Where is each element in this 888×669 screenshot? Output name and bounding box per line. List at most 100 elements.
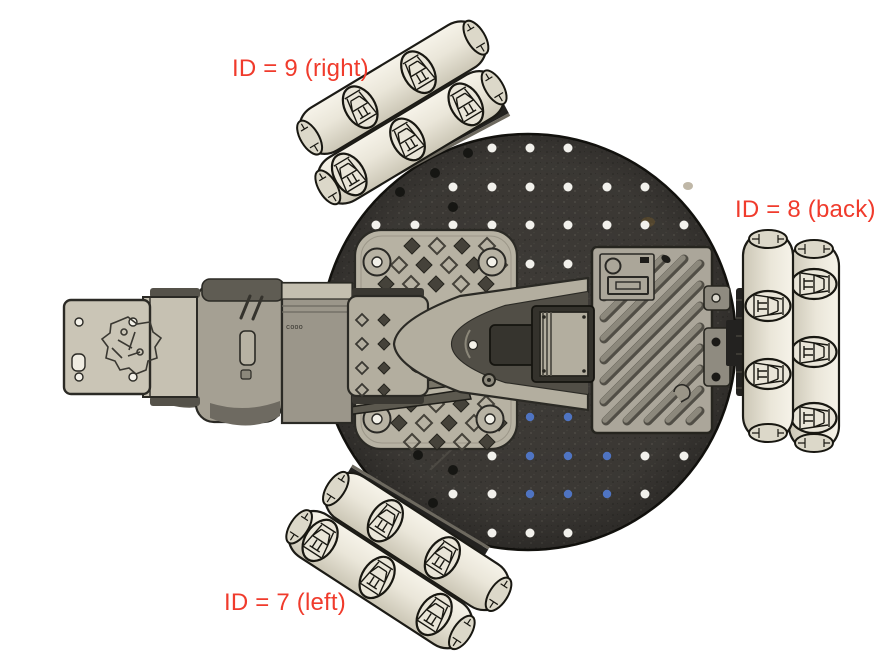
plate-hole-white xyxy=(525,220,535,230)
plate-hole-white xyxy=(487,220,497,230)
plate-hole-white xyxy=(679,451,689,461)
plate-hole-white xyxy=(563,220,573,230)
label-wheel-id-9-right: ID = 9 (right) xyxy=(232,55,369,82)
diamond-cutout xyxy=(403,237,421,255)
channel-pin xyxy=(467,339,479,351)
robot-arm: cooo xyxy=(62,276,595,426)
electronics-box xyxy=(590,245,714,435)
carriage-diamond-cutout xyxy=(354,360,370,376)
yoke-apex-highlight xyxy=(464,329,471,359)
wrist-vent-slashes xyxy=(239,294,264,321)
forearm-engraving: cooo xyxy=(286,324,303,332)
box-latch-detail xyxy=(673,383,691,403)
plate-hole xyxy=(128,372,138,382)
plate-hole-blue xyxy=(563,489,573,499)
diamond-cutout xyxy=(389,255,409,275)
plate-hole-white xyxy=(371,220,381,230)
plate-hole-black xyxy=(395,187,405,197)
forearm-lines xyxy=(282,305,352,313)
plate-hole-blue xyxy=(525,412,535,422)
plate-hole-white xyxy=(525,182,535,192)
forearm-top-band xyxy=(281,282,353,300)
diamond-cutout xyxy=(415,256,433,274)
carriage-diamond-cutout xyxy=(354,312,370,328)
plate-hole-white xyxy=(602,182,612,192)
carriage-diamond-cutout xyxy=(377,361,391,375)
bull-logo-engraving xyxy=(100,316,163,375)
carriage-diamonds xyxy=(354,312,391,398)
gripper-roller xyxy=(489,324,539,366)
gripper-plate xyxy=(62,298,163,396)
diamond-cutout xyxy=(402,432,422,452)
carriage-diamond-cutout xyxy=(377,313,391,327)
label-wheel-id-8-back: ID = 8 (back) xyxy=(735,196,876,223)
wrist-link xyxy=(142,296,198,398)
plate-hole xyxy=(74,372,84,382)
diamond-cutout xyxy=(453,237,471,255)
plate-hole-black xyxy=(428,498,438,508)
carriage-diamond-cutout xyxy=(354,336,370,352)
label-wheel-id-7-left: ID = 7 (left) xyxy=(224,589,346,616)
plate-hole-white xyxy=(487,182,497,192)
arm-motor-block xyxy=(531,305,595,383)
link-top-hinge xyxy=(150,288,200,298)
forearm xyxy=(280,281,354,425)
diamond-cutout xyxy=(439,255,459,275)
carriage-diamond-cutout xyxy=(354,382,370,398)
plate-hole-white xyxy=(487,451,497,461)
plate-hole-white xyxy=(563,259,573,269)
box-logo xyxy=(599,253,671,301)
plate-hole-white xyxy=(640,182,650,192)
plate-hole-white xyxy=(487,489,497,499)
plate-hole-white xyxy=(563,143,573,153)
plate-hole-blue xyxy=(525,489,535,499)
plate-hole-blue xyxy=(563,412,573,422)
plate-hole-white xyxy=(525,259,535,269)
bolt-mounts xyxy=(362,247,507,434)
diamond-cutout xyxy=(427,236,447,256)
plate-hole-black xyxy=(463,148,473,158)
plate-hole-white xyxy=(410,220,420,230)
plate-hole-white xyxy=(640,220,650,230)
plate-hole-blue xyxy=(602,451,612,461)
plate-hole-white xyxy=(640,451,650,461)
plate-hole xyxy=(74,317,84,327)
plate-hole-white xyxy=(563,528,573,538)
plate-hole-white xyxy=(563,182,573,192)
wrist-housing xyxy=(194,282,284,424)
plate-hole-white xyxy=(448,182,458,192)
plate-hole-white xyxy=(679,220,689,230)
diamond-cutout xyxy=(427,275,445,293)
diamond-cutout xyxy=(478,433,496,451)
carriage-diamond-cutout xyxy=(377,337,391,351)
pivot-bolt-center xyxy=(487,378,491,382)
plate-hole-grid xyxy=(371,143,689,538)
diamond-cutout xyxy=(390,414,408,432)
plate-hole-black xyxy=(413,450,423,460)
plate-hole-white xyxy=(448,489,458,499)
plate-hole-white xyxy=(525,528,535,538)
carriage-diamond-cutout xyxy=(377,383,391,397)
plate-hole-white xyxy=(525,143,535,153)
plate-hole-white xyxy=(487,143,497,153)
plate-hole-black xyxy=(448,465,458,475)
diamond-cutout xyxy=(452,432,472,452)
wrist-top-cover xyxy=(201,278,285,302)
diamond-cutout xyxy=(440,414,458,432)
plate-smudge xyxy=(683,182,693,190)
plate-hole-blue xyxy=(602,489,612,499)
wrist-port xyxy=(240,369,252,380)
plate-hole-white xyxy=(602,220,612,230)
omni-wheel-back xyxy=(741,229,841,453)
plate-slot xyxy=(71,353,86,372)
diamond-cutout xyxy=(428,433,446,451)
plate-hole-blue xyxy=(525,451,535,461)
plate-hole-white xyxy=(640,489,650,499)
plate-hole-white xyxy=(487,528,497,538)
wrist-underside xyxy=(210,401,280,426)
plate-hole-white xyxy=(448,220,458,230)
plate-hole-black xyxy=(448,202,458,212)
diamond-cutout xyxy=(451,274,471,294)
